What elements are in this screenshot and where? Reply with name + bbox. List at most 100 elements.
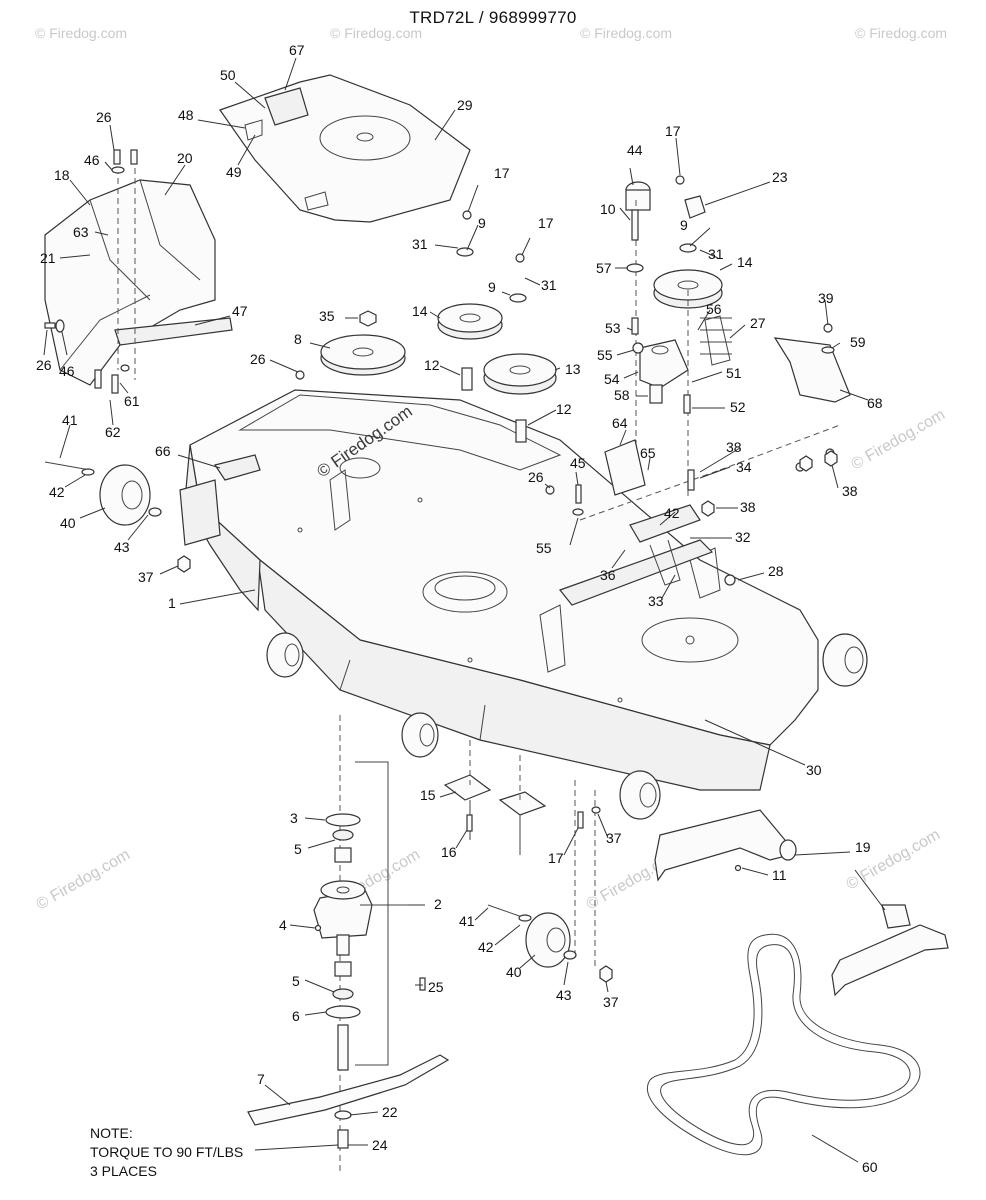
callout-36: 36 xyxy=(600,567,616,583)
callout-58: 58 xyxy=(614,387,630,403)
callout-55-top: 55 xyxy=(597,347,613,363)
callout-45: 45 xyxy=(570,455,586,471)
callout-2: 2 xyxy=(434,896,442,912)
deck-wheels xyxy=(266,632,868,820)
callout-5-top: 5 xyxy=(294,841,302,857)
watermark-faint-6: © Firedog.com xyxy=(34,846,134,913)
blade-spindle-assembly xyxy=(247,715,450,1175)
callout-53: 53 xyxy=(605,320,621,336)
callout-40-left: 40 xyxy=(60,515,76,531)
callout-55-bottom: 55 xyxy=(536,540,552,556)
skid-and-bottom-wheel xyxy=(443,740,613,983)
callout-32: 32 xyxy=(735,529,751,545)
callout-15: 15 xyxy=(420,787,436,803)
callout-42-bottom: 42 xyxy=(478,939,494,955)
callout-26-mid: 26 xyxy=(250,351,266,367)
callout-18: 18 xyxy=(54,167,70,183)
callout-59: 59 xyxy=(850,334,866,350)
callout-57: 57 xyxy=(596,260,612,276)
callout-29: 29 xyxy=(457,97,473,113)
note-heading: NOTE: xyxy=(90,1125,133,1141)
callout-46-left: 46 xyxy=(59,363,75,379)
left-gauge-wheel xyxy=(44,461,221,573)
callout-31-right: 31 xyxy=(708,246,724,262)
callout-22: 22 xyxy=(382,1104,398,1120)
callout-11: 11 xyxy=(772,867,787,883)
callout-65: 65 xyxy=(640,445,656,461)
callout-47: 47 xyxy=(232,303,248,319)
watermark-faint-3: © Firedog.com xyxy=(580,25,672,41)
note-places: 3 PLACES xyxy=(90,1163,157,1179)
watermark-faint-2: © Firedog.com xyxy=(330,25,422,41)
callout-38-right: 38 xyxy=(842,483,858,499)
callout-42-mid: 42 xyxy=(664,505,680,521)
callout-12-left: 12 xyxy=(424,357,440,373)
callout-3: 3 xyxy=(290,810,298,826)
callout-21: 21 xyxy=(40,250,56,266)
torque-note: NOTE: TORQUE TO 90 FT/LBS 3 PLACES xyxy=(90,1124,243,1181)
leader-lines xyxy=(43,57,886,1163)
callout-37-mid: 37 xyxy=(606,830,622,846)
note-torque: TORQUE TO 90 FT/LBS xyxy=(90,1144,244,1160)
callout-62: 62 xyxy=(105,424,121,440)
callout-24: 24 xyxy=(372,1137,388,1153)
small-hardware xyxy=(44,149,838,832)
callout-14-left: 14 xyxy=(412,303,428,319)
callout-43-left: 43 xyxy=(114,539,130,555)
callout-51: 51 xyxy=(726,365,742,381)
callout-9-left: 9 xyxy=(478,215,486,231)
watermark-faint-1: © Firedog.com xyxy=(35,25,127,41)
callout-17-left: 17 xyxy=(494,165,510,181)
callout-14-right: 14 xyxy=(737,254,753,270)
deck-mount-arms xyxy=(654,809,949,997)
callout-6: 6 xyxy=(292,1008,300,1024)
callout-33: 33 xyxy=(648,593,664,609)
belt-cover xyxy=(219,74,471,223)
callout-39: 39 xyxy=(818,290,834,306)
callout-20: 20 xyxy=(177,150,193,166)
callout-42-left: 42 xyxy=(49,484,65,500)
callout-25: 25 xyxy=(428,979,444,995)
callout-17-right: 17 xyxy=(665,123,681,139)
warning-decal-66 xyxy=(214,454,261,481)
callout-34: 34 xyxy=(736,459,752,475)
watermark-faint-5: © Firedog.com xyxy=(849,406,949,473)
watermark-faint-4: © Firedog.com xyxy=(855,25,947,41)
callout-68: 68 xyxy=(867,395,883,411)
callout-64: 64 xyxy=(612,415,628,431)
callout-46-top: 46 xyxy=(84,152,100,168)
callout-37-left: 37 xyxy=(138,569,154,585)
diagram-title: TRD72L / 968999770 xyxy=(409,8,577,27)
height-adjust-linkage xyxy=(559,337,851,606)
callout-30: 30 xyxy=(806,762,822,778)
callout-52: 52 xyxy=(730,399,746,415)
callout-1: 1 xyxy=(168,595,176,611)
callout-8: 8 xyxy=(294,331,302,347)
callout-35: 35 xyxy=(319,308,335,324)
callout-13: 13 xyxy=(565,361,581,377)
callout-26-top: 26 xyxy=(96,109,112,125)
callout-43-bottom: 43 xyxy=(556,987,572,1003)
callout-4: 4 xyxy=(279,917,287,933)
callout-41-left: 41 xyxy=(62,412,78,428)
callout-61: 61 xyxy=(124,393,140,409)
idler-arm-assembly xyxy=(604,181,732,500)
callout-17-mid: 17 xyxy=(538,215,554,231)
callout-40-bottom: 40 xyxy=(506,964,522,980)
callout-50: 50 xyxy=(220,67,236,83)
callout-31-mid: 31 xyxy=(541,277,557,293)
callout-54: 54 xyxy=(604,371,620,387)
callout-60: 60 xyxy=(862,1159,878,1175)
callout-7: 7 xyxy=(257,1071,265,1087)
callout-67: 67 xyxy=(289,42,305,58)
callout-48: 48 xyxy=(178,107,194,123)
decal-67 xyxy=(264,87,309,126)
callout-31-left: 31 xyxy=(412,236,428,252)
callout-23: 23 xyxy=(772,169,788,185)
mower-deck-housing xyxy=(184,389,819,791)
callout-27: 27 xyxy=(750,315,766,331)
discharge-chute xyxy=(44,168,233,386)
drive-belt xyxy=(647,933,921,1156)
callout-12-right: 12 xyxy=(556,401,572,417)
